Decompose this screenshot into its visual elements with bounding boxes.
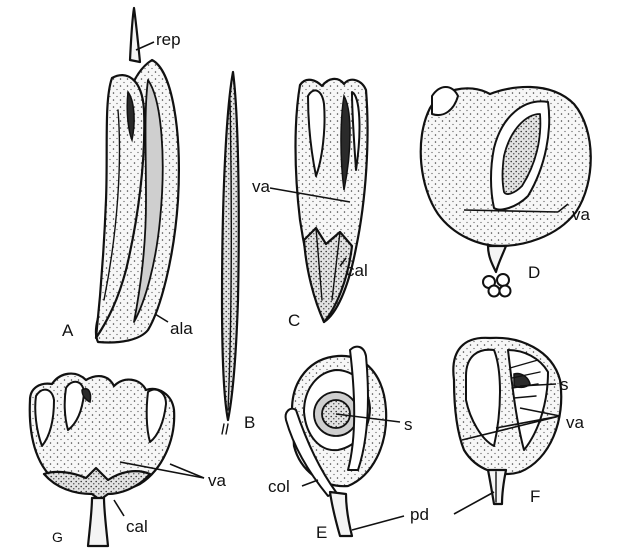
- label-ala: ala: [170, 319, 193, 338]
- figure-e-capsule-columella: [286, 347, 387, 536]
- figure-d-globose-capsule: [421, 87, 591, 297]
- leader-cal-g: [114, 500, 124, 516]
- figure-f-opened-capsule: [453, 338, 561, 504]
- panel-label-a: A: [62, 321, 74, 340]
- label-s-f: s: [560, 375, 569, 394]
- figure-c-capsule: [296, 79, 368, 322]
- panel-label-g: G: [52, 529, 63, 545]
- leader-col-e: [302, 480, 318, 486]
- figure-g-calyx-capsule: [30, 374, 174, 546]
- label-pd: pd: [410, 505, 429, 524]
- panel-label-c: C: [288, 311, 300, 330]
- panel-label-e: E: [316, 523, 327, 542]
- label-cal-c: cal: [346, 261, 368, 280]
- leader-pd-1: [352, 516, 404, 530]
- label-va-f: va: [566, 413, 585, 432]
- panel-label-d: D: [528, 263, 540, 282]
- label-va-d: va: [572, 205, 591, 224]
- leader-pd-2: [454, 492, 494, 514]
- label-va-g: va: [208, 471, 227, 490]
- label-va-c: va: [252, 177, 271, 196]
- leader-va-g-2: [170, 464, 204, 478]
- leader-ala: [155, 314, 168, 322]
- figure-b-needle-seed: [222, 72, 239, 434]
- figure-a-winged-fruit: [96, 8, 179, 343]
- label-cal-g: cal: [126, 517, 148, 536]
- label-col-e: col: [268, 477, 290, 496]
- panel-label-f: F: [530, 487, 540, 506]
- label-rep: rep: [156, 30, 181, 49]
- panel-label-b: B: [244, 413, 255, 432]
- label-s-e: s: [404, 415, 413, 434]
